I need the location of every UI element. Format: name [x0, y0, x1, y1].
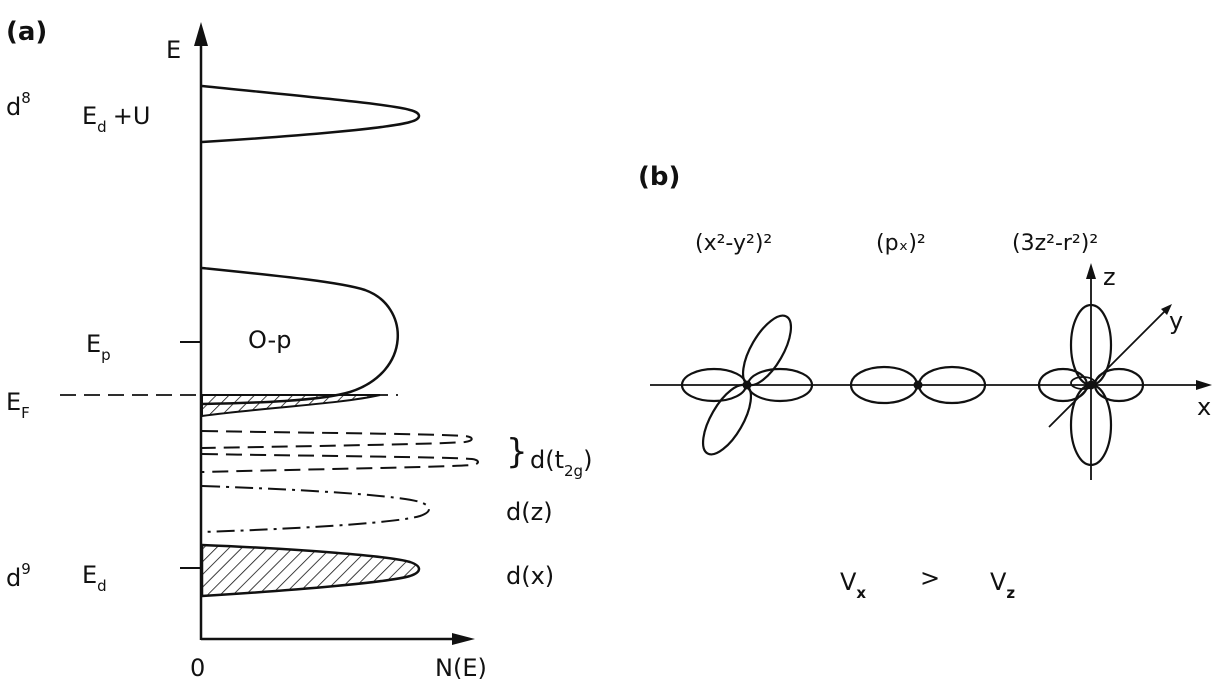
- panel-a: (a) E 0 N(E) d8 Ed+U Ep O-p EF } d(t2g) …: [6, 17, 592, 682]
- t2g-label: d(t2g): [530, 446, 592, 480]
- t2g-band-2: [201, 453, 479, 473]
- energy-axis-arrowhead: [194, 22, 208, 46]
- t2g-band-1: [201, 430, 473, 449]
- z-axis-label: z: [1103, 263, 1116, 291]
- dos-axis-arrowhead: [452, 633, 475, 645]
- comparison-relation: >: [920, 564, 940, 592]
- orbital-d3z2: z y: [1037, 263, 1183, 480]
- t2g-brace: }: [506, 432, 528, 472]
- ep-label: Ep: [86, 330, 111, 364]
- px-nucleus: [913, 380, 923, 390]
- panel-b-label: (b): [638, 162, 680, 192]
- panel-b: (b) x (x²-y²)² (pₓ)² (3z²-r²)² z: [638, 162, 1212, 602]
- dx2y2-nucleus: [742, 380, 752, 390]
- d3z2-nucleus: [1086, 380, 1096, 390]
- d9-config-label: d9: [6, 560, 31, 592]
- orbital-title-d3z2: (3z²-r²)²: [1012, 231, 1098, 256]
- dx-label: d(x): [506, 562, 554, 590]
- upper-hubbard-band: [201, 84, 421, 144]
- y-axis: [1048, 306, 1170, 428]
- dz-label: d(z): [506, 498, 553, 526]
- orbital-title-px: (pₓ)²: [876, 231, 926, 256]
- oxygen-p-occupied-hatch: [201, 394, 381, 418]
- x-axis-label: x: [1197, 393, 1211, 421]
- upper-band-energy-label: Ed+U: [82, 102, 150, 136]
- z-axis-arrowhead: [1086, 263, 1096, 279]
- oxygen-p-label: O-p: [248, 326, 291, 354]
- comparison-left: Vx: [840, 568, 866, 602]
- comparison-right: Vz: [990, 568, 1015, 602]
- dz-band: [201, 485, 430, 533]
- origin-label: 0: [190, 654, 205, 682]
- dx2y2-lobe-up: [741, 314, 793, 387]
- dx2y2-lobe-down: [701, 383, 753, 456]
- panel-a-label: (a): [6, 17, 47, 47]
- dos-axis-label: N(E): [435, 654, 487, 682]
- ed-label: Ed: [82, 561, 107, 595]
- orbital-px: [849, 365, 987, 405]
- d8-config-label: d8: [6, 89, 31, 121]
- orbital-title-dx2y2: (x²-y²)²: [695, 231, 772, 256]
- fermi-level-label: EF: [6, 388, 30, 422]
- energy-axis-label: E: [166, 36, 181, 64]
- lower-d-band: [200, 543, 421, 598]
- y-axis-label: y: [1169, 307, 1183, 335]
- orbital-dx2y2: [680, 314, 814, 456]
- y-axis-arrowhead: [1161, 304, 1172, 315]
- x-axis-arrowhead: [1196, 380, 1212, 390]
- oxygen-p-band: [201, 266, 399, 406]
